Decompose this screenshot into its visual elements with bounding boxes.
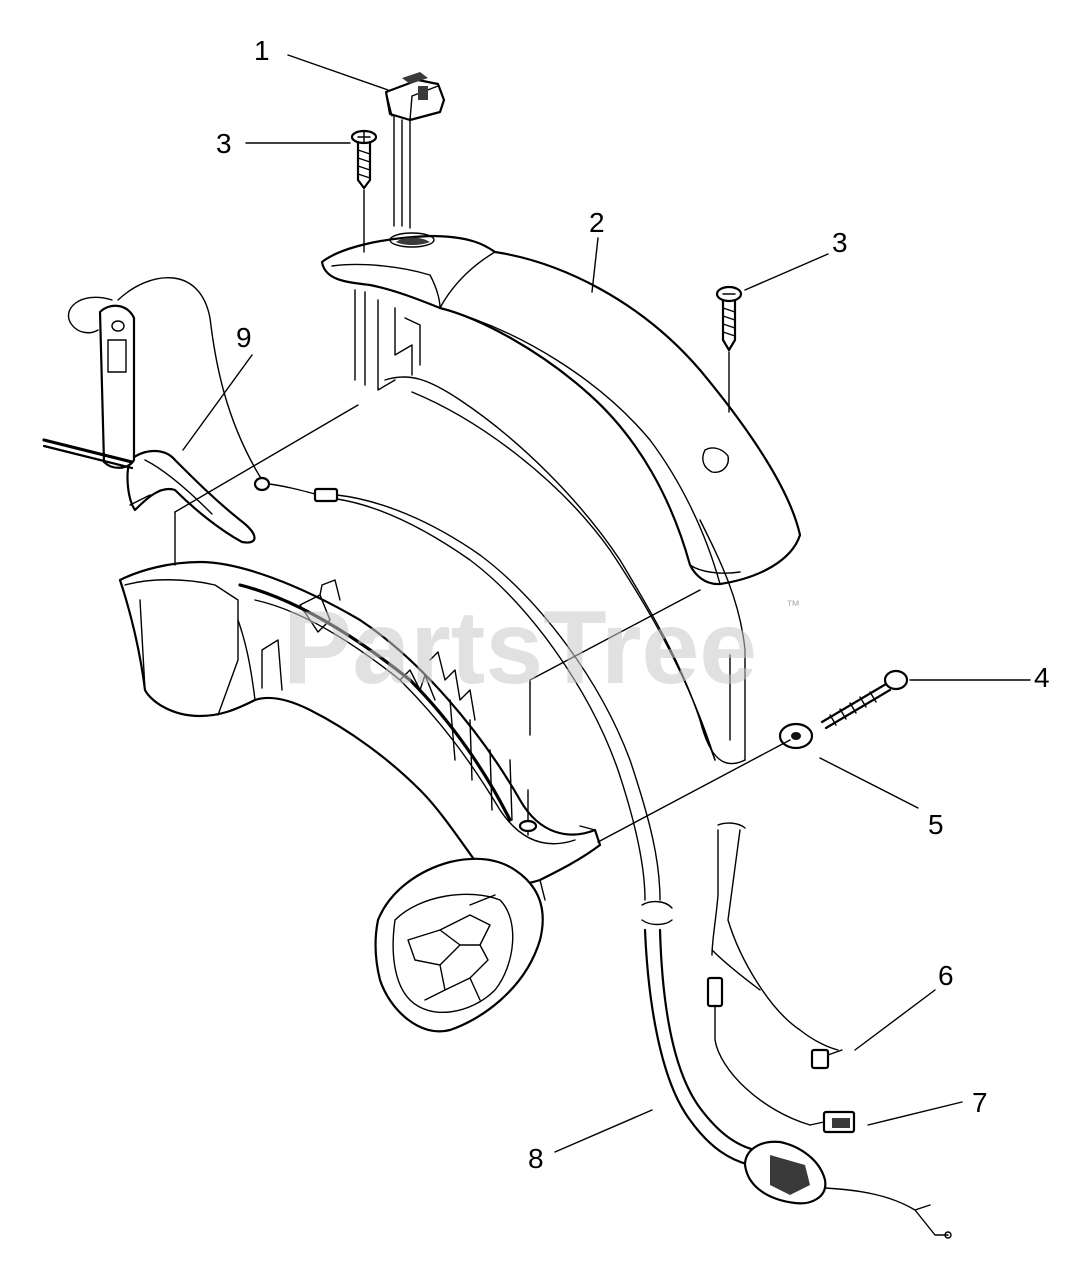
callout-9: 9 bbox=[236, 322, 252, 353]
callout-4: 4 bbox=[1034, 662, 1050, 693]
callout-3-right: 3 bbox=[832, 227, 848, 258]
alignment-lines bbox=[174, 404, 791, 843]
callout-1: 1 bbox=[254, 35, 270, 66]
watermark-trademark: ™ bbox=[786, 597, 800, 613]
callout-6: 6 bbox=[938, 960, 954, 991]
throttle-trigger bbox=[42, 276, 661, 901]
watermark-text: PartsTree bbox=[283, 590, 757, 706]
leader-lines bbox=[182, 54, 1031, 1153]
switch bbox=[384, 72, 446, 229]
callout-5: 5 bbox=[928, 809, 944, 840]
throttle-cable bbox=[641, 822, 952, 1239]
upper-handle-cover bbox=[320, 232, 802, 765]
callout-3-top: 3 bbox=[216, 128, 232, 159]
callout-2: 2 bbox=[589, 207, 605, 238]
bolt bbox=[820, 669, 909, 730]
callout-8: 8 bbox=[528, 1143, 544, 1174]
lower-handle-housing bbox=[118, 560, 602, 1033]
screw-right bbox=[715, 285, 743, 413]
washer bbox=[778, 722, 814, 750]
callout-7: 7 bbox=[972, 1087, 988, 1118]
screw-top bbox=[350, 129, 378, 253]
wiring-harness bbox=[706, 829, 856, 1134]
